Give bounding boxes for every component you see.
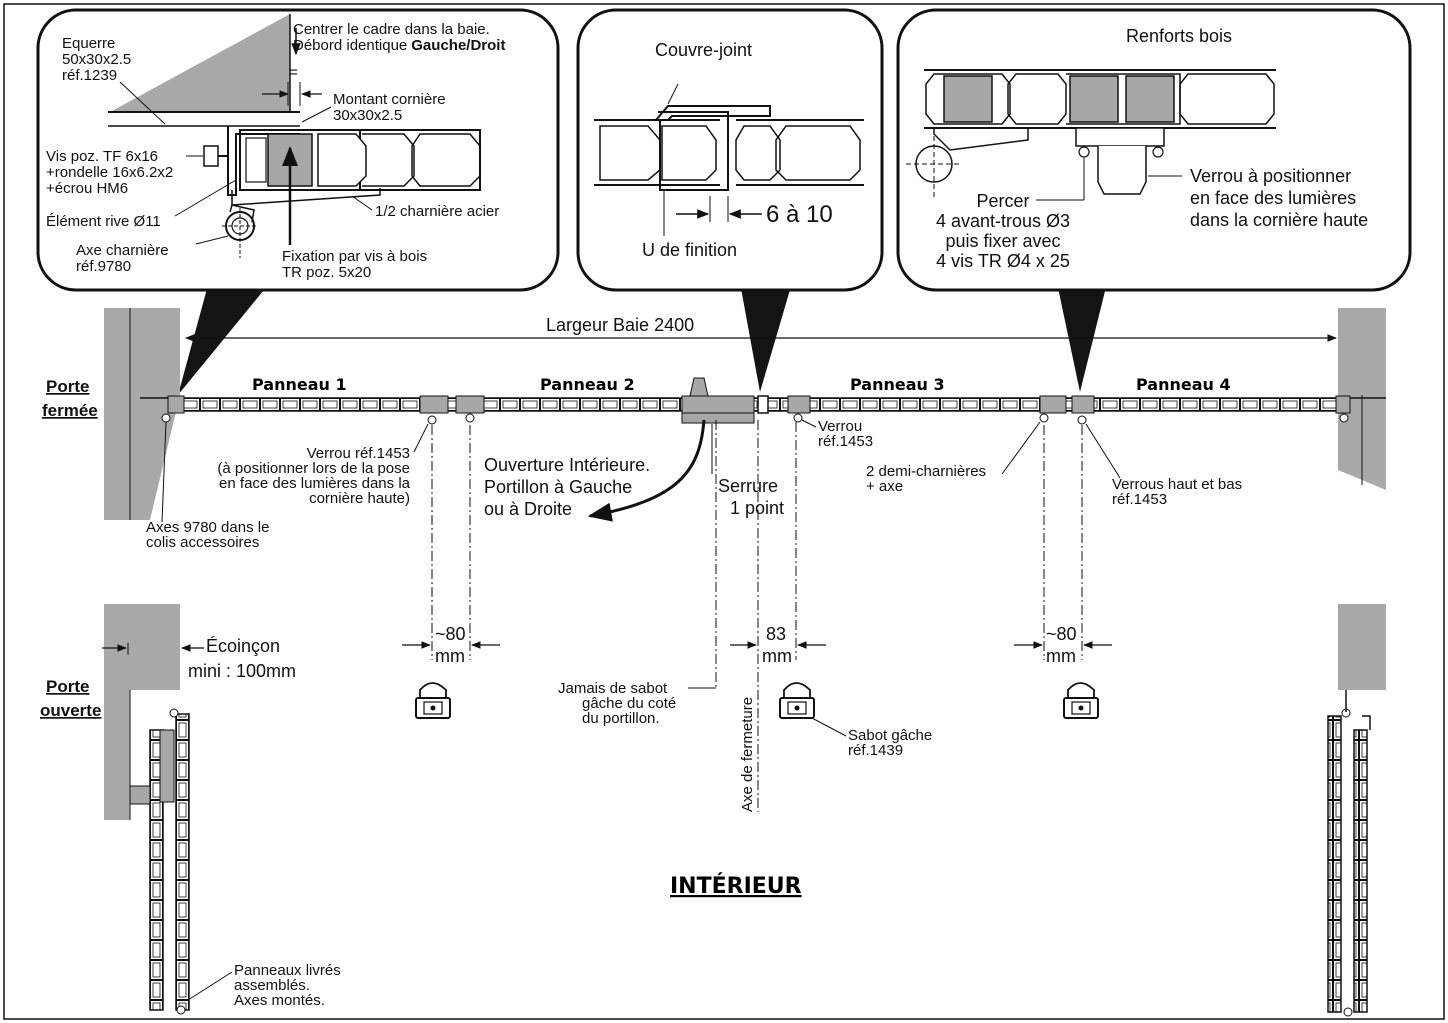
label-centrer: Centrer le cadre dans la baie.Débord ide… (293, 21, 505, 54)
sabot-gache-icon (415, 682, 451, 719)
label-largeur-baie: Largeur Baie 2400 (546, 315, 694, 335)
label-verrou-1453: Verrou réf.1453(à positionner lors de la… (217, 445, 410, 507)
closed-door-hardware (161, 377, 1351, 425)
left-detail-drawing: = (108, 14, 481, 258)
label-interieur: INTÉRIEUR (670, 873, 802, 899)
label-mm-right: mm (1046, 646, 1076, 666)
outer-frame (3, 3, 1445, 1020)
panel-label-4: Panneau 4 (1136, 375, 1231, 394)
panel-label-1: Panneau 1 (252, 375, 347, 394)
opening-arrow (587, 419, 706, 522)
label-element-rive: Élément rive Ø11 (46, 213, 161, 230)
label-dim-80-right: ~80 (1046, 624, 1077, 644)
axis-lines (431, 420, 1083, 812)
open-panel-right-inner (1353, 729, 1368, 1013)
middle-detail-drawing (594, 83, 864, 236)
right-detail-drawing (906, 69, 1276, 201)
label-dim-80-left: ~80 (435, 624, 466, 644)
open-panel-left-inner (175, 713, 190, 1011)
label-vis: Vis poz. TF 6x16+rondelle 16x6.2x2+écrou… (46, 148, 173, 197)
label-mm-left: mm (435, 646, 465, 666)
label-dim-83: 83 (766, 624, 786, 644)
panel-label-2: Panneau 2 (540, 375, 635, 394)
wall-left-closed (104, 308, 180, 520)
label-renforts-bois: Renforts bois (1126, 26, 1232, 46)
open-panel-right-outer (1327, 715, 1342, 1013)
panel-label-3: Panneau 3 (850, 375, 945, 394)
wall-left-open (104, 604, 180, 820)
sabot-gache-icon (1063, 682, 1099, 719)
label-demi-charnieres: 2 demi-charnières+ axe (866, 463, 986, 495)
wall-right-open (1338, 604, 1386, 690)
label-axe-fermeture: Axe de fermeture (739, 697, 756, 812)
svg-text:=: = (289, 64, 298, 81)
label-mm-middle: mm (762, 646, 792, 666)
sabot-gache-icon (779, 682, 815, 719)
callout-box-middle (576, 8, 884, 292)
label-u-finition: U de finition (642, 240, 737, 260)
label-gap: 6 à 10 (766, 201, 833, 228)
label-couvre-joint: Couvre-joint (655, 40, 752, 60)
label-demi-charniere: 1/2 charnière acier (375, 203, 499, 220)
